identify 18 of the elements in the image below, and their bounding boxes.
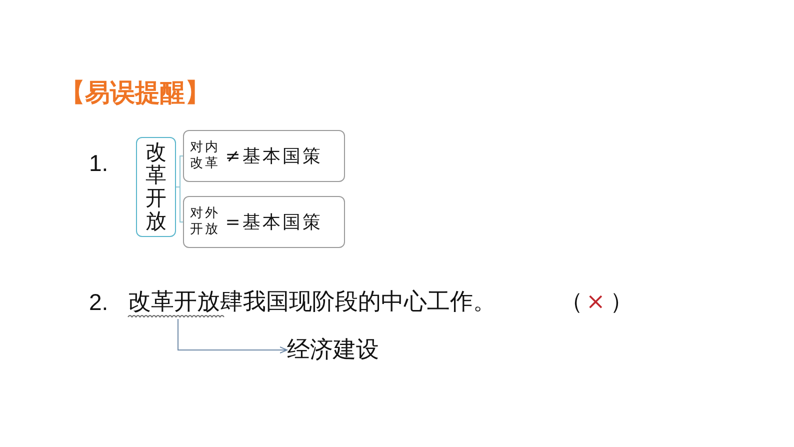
cross-mark: ×: [586, 288, 606, 317]
rounded-box: [183, 196, 345, 248]
statement-text: 改革开放肆我国现阶段的中心工作。: [128, 287, 496, 317]
policy-text: ≠基本国策: [225, 145, 322, 168]
policy-text: =基本国策: [225, 211, 322, 234]
rounded-box: [183, 130, 345, 182]
term-text: 改革开放: [146, 140, 166, 234]
heading: 【易误提醒】: [60, 77, 210, 109]
term-text: 对内改革: [190, 140, 221, 172]
item-number: 2.: [89, 289, 108, 316]
bracket-connector: [176, 186, 184, 222]
bracket-text: ）: [610, 288, 633, 317]
bracket-text: （: [560, 288, 583, 317]
correction-text: 经济建设: [287, 335, 379, 365]
arrow: [178, 318, 288, 354]
item-number: 1.: [89, 150, 108, 177]
term-text: 对外开放: [190, 206, 221, 238]
vertical-term-box: [136, 137, 176, 237]
